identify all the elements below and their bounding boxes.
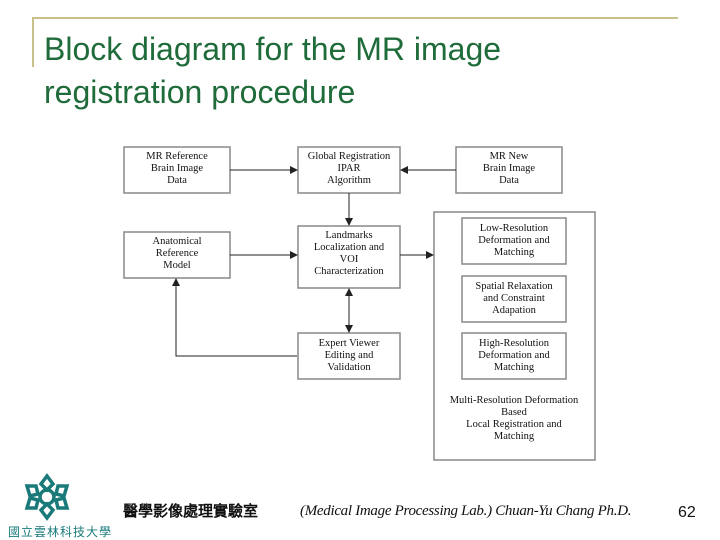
box-text-line: Data [167,175,187,186]
box-text-line: Editing and [325,350,374,361]
box-text-line: Global Registration [308,151,391,162]
box-text-line: Validation [327,362,371,373]
box-text-line: Deformation and [478,350,550,361]
box-text-line: VOI [340,254,359,265]
slide-title: Block diagram for the MR image registrat… [44,31,502,110]
box-text-line: Reference [156,248,199,259]
title-rule-left [32,17,34,67]
box-text-line: and Constraint [483,293,545,304]
box-text-line: Deformation and [478,235,550,246]
page-number: 62 [678,504,696,521]
box-anatomical [123,231,231,279]
box-text-line: Low-Resolution [480,223,549,234]
box-text-line: Algorithm [327,175,371,186]
box-text-line: Brain Image [483,163,536,174]
title-rule-top [32,17,678,19]
box-text-line: Localization and [314,242,385,253]
box-text-line: Spatial Relaxation [475,281,553,292]
box-text-line: Brain Image [151,163,204,174]
box-text-line: Adapation [492,305,536,316]
box-text-line: High-Resolution [479,338,550,349]
lab-name-chinese: 醫學影像處理實驗室 [123,502,259,520]
lab-name-english: (Medical Image Processing Lab.) Chuan-Yu… [300,503,632,519]
box-text-line: Matching [494,247,535,258]
box-text-line: Model [163,260,190,271]
box-low-res [461,217,567,265]
box-text-line: Anatomical [153,236,202,247]
arrow-expert-to-anatomical [172,278,297,357]
box-mr-reference [123,146,231,194]
box-text-line: Matching [494,431,535,442]
box-text-line: Expert Viewer [319,338,380,349]
box-text-line: MR New [490,151,529,162]
box-text-line: Characterization [314,266,384,277]
box-text-line: Local Registration and [466,419,562,430]
box-text-line: Multi-Resolution Deformation [450,395,579,406]
box-text-line: IPAR [338,163,361,174]
box-high-res [461,332,567,380]
box-expert [297,332,401,380]
box-landmarks [297,225,401,289]
box-text-line: Landmarks [325,230,372,241]
box-text-line: Based [501,407,527,418]
university-name: 國立雲林科技大學 [8,525,113,539]
box-text-line: Data [499,175,519,186]
box-text-line: Matching [494,362,535,373]
box-spatial [461,275,567,323]
university-logo-icon [24,473,70,521]
box-global-registration [297,146,401,194]
box-text-line: MR Reference [146,151,208,162]
